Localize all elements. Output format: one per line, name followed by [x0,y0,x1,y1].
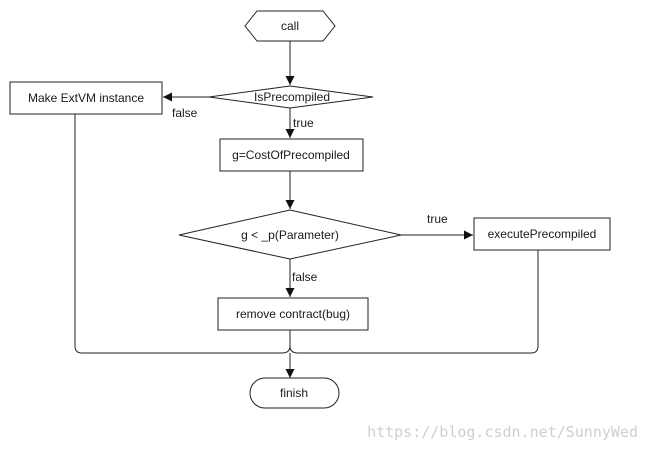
node-call: call [244,10,336,42]
edge-remove-to-finish [282,330,298,378]
make-extvm-box [9,81,163,115]
node-finish: finish [249,377,340,409]
cost-box [219,138,364,172]
watermark-text: https://blog.csdn.net/SunnyWed [367,423,638,441]
execute-box [473,217,611,251]
call-hexagon [244,10,336,42]
edge-label-precompiled-true: true [293,116,314,130]
isprecompiled-diamond [208,85,374,109]
edge-execute-to-merge [298,250,539,354]
node-compare: g < _p(Parameter) [178,209,402,260]
node-execute: executePrecompiled [473,217,611,251]
node-isprecompiled: IsPrecompiled [208,85,374,109]
isprecompiled-label: IsPrecompiled [254,90,330,104]
connectors [74,41,539,378]
remove-box [217,297,369,331]
finish-label: finish [280,386,308,400]
node-cost: g=CostOfPrecompiled [219,138,364,172]
remove-label: remove contract(bug) [236,307,350,321]
edge-label-compare-true: true [427,212,448,226]
call-label: call [281,19,299,33]
make-extvm-label: Make ExtVM instance [28,91,144,105]
cost-label: g=CostOfPrecompiled [232,148,350,162]
finish-terminator [249,377,340,409]
execute-label: executePrecompiled [488,227,597,241]
compare-label: g < _p(Parameter) [241,228,339,242]
node-make-extvm: Make ExtVM instance [9,81,163,115]
edge-extvm-to-merge [74,114,282,354]
edge-label-precompiled-false: false [172,106,198,120]
node-remove: remove contract(bug) [217,297,369,331]
compare-diamond [178,209,402,260]
edge-label-compare-false: false [292,270,318,284]
